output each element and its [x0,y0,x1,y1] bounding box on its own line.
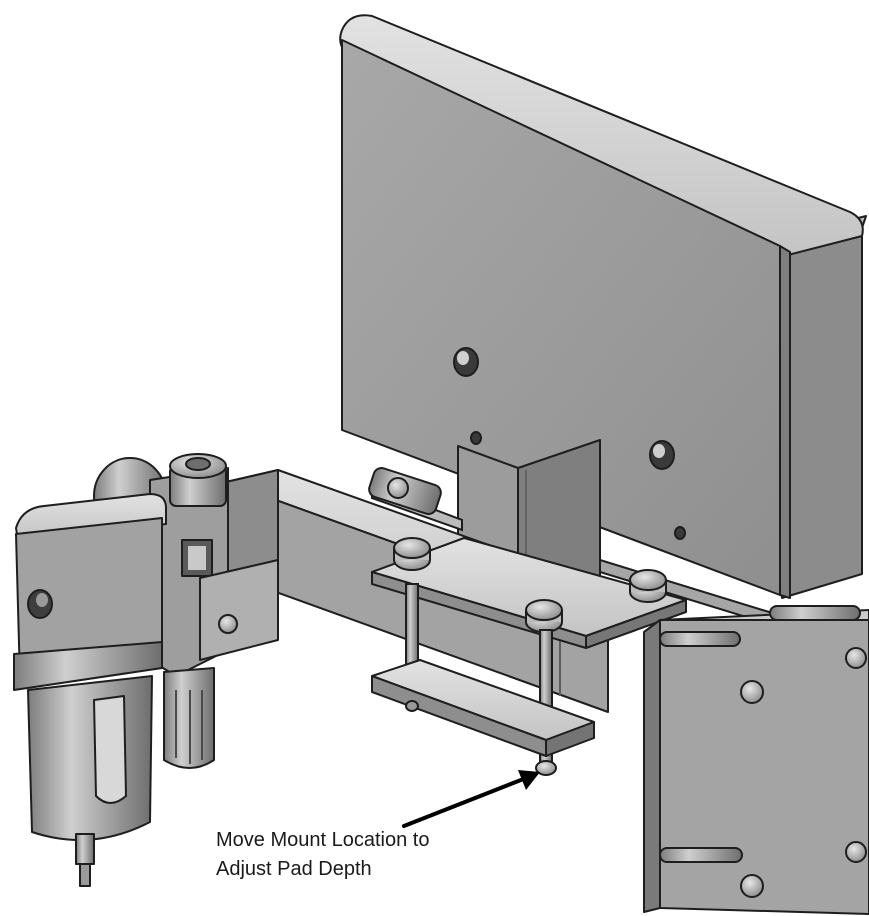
lower-pad-plate [371,659,595,776]
callout-label: Move Mount Location to Adjust Pad Depth [216,826,546,884]
hex-bolt [393,537,431,571]
flange-stud [659,631,764,704]
pad-foot-nut [535,760,557,776]
filter-sight-glass [93,695,127,804]
mount-plate-upper [371,537,687,649]
callout-line-1: Move Mount Location to [216,829,430,851]
panel-hole [674,526,686,540]
flange-stud [845,841,867,863]
hex-bolt [629,569,667,603]
air-filter-unit [13,493,167,887]
flange-stud [659,847,764,898]
panel-hole [470,431,482,445]
end-flange-plate [643,605,869,915]
callout-line-2: Adjust Pad Depth [216,858,372,880]
panel-side-box [781,227,863,599]
flange-stud [769,605,867,669]
callout-arrow [402,770,540,828]
display-panel [339,14,867,599]
air-fitting [368,466,442,516]
hex-bolt [525,599,563,633]
